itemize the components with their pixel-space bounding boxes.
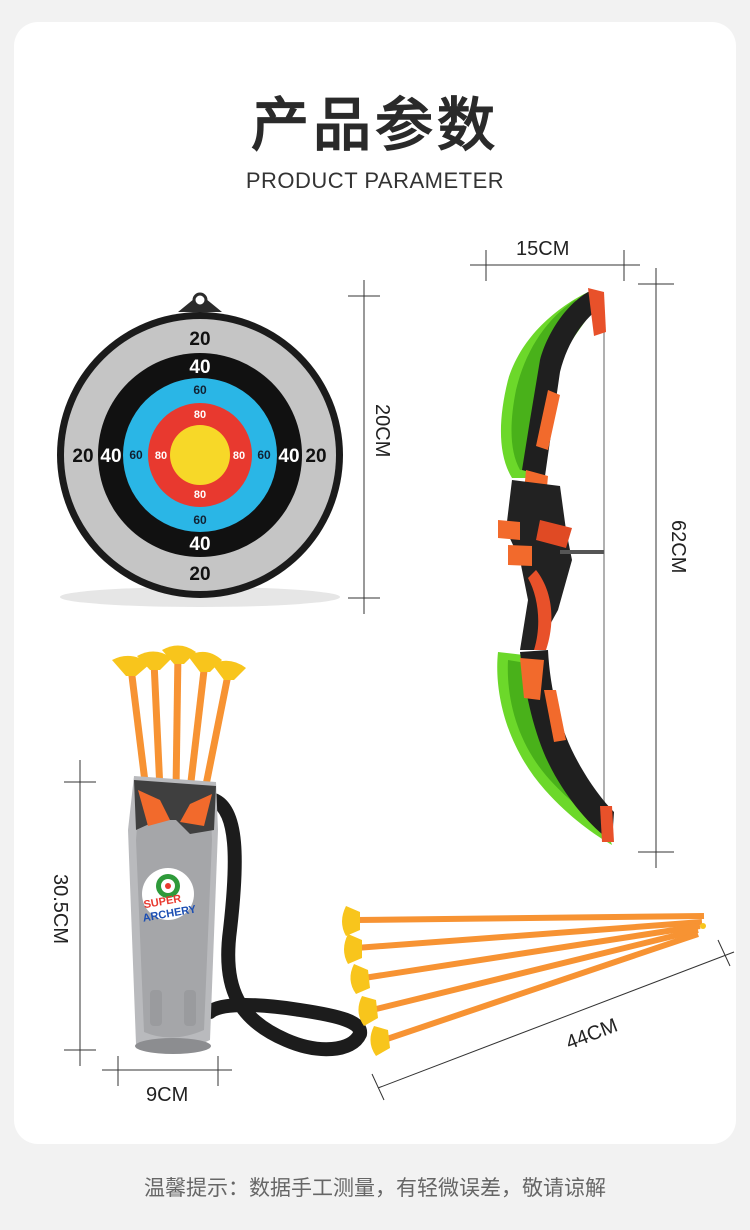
quiver-height-label: 30.5CM: [49, 874, 71, 945]
quiver-width-dimension-line: [102, 1056, 232, 1086]
target-label-80-bottom: 80: [194, 489, 206, 501]
arrow-length-label: 44CM: [563, 1015, 621, 1055]
loose-arrows: [342, 906, 706, 1056]
target-label-40-right: 40: [278, 446, 299, 467]
target-label-20-top: 20: [189, 329, 210, 350]
target-label-40-bottom: 40: [189, 534, 210, 555]
target-label-60-bottom: 60: [193, 513, 207, 527]
quiver-arrows: [112, 645, 246, 791]
target-label-60-left: 60: [129, 448, 143, 462]
bow-height-dimension-line: [638, 268, 674, 868]
page-title: 产品参数: [250, 91, 499, 159]
bow-width-label: 15CM: [516, 238, 570, 260]
target-diameter-label: 20CM: [371, 404, 393, 458]
quiver-height-dimension-line: [64, 760, 96, 1066]
target-label-40-top: 40: [189, 357, 210, 378]
bow-height-label: 62CM: [667, 520, 689, 574]
target-label-80-left: 80: [155, 450, 167, 462]
target-label-80-top: 80: [194, 409, 206, 421]
target-label-20-bottom: 20: [189, 564, 210, 585]
arrow-length-dimension-line: [371, 939, 735, 1101]
target-label-20-left: 20: [72, 446, 93, 467]
target-dimension-line: [348, 280, 380, 614]
page-subtitle: PRODUCT PARAMETER: [245, 168, 505, 193]
measurement-disclaimer: 温馨提示：数据手工测量，有轻微误差，敬请谅解: [144, 1176, 606, 1200]
target-label-80-right: 80: [233, 450, 245, 462]
quiver-strap: [203, 793, 367, 1057]
target-label-40-left: 40: [100, 446, 121, 467]
target-label-60-right: 60: [257, 448, 271, 462]
target-label-20-right: 20: [305, 446, 326, 467]
bow-width-dimension-line: [470, 250, 640, 281]
super-archery-logo: SUPER ARCHERY: [142, 868, 198, 925]
archery-target: 20 20 20 20 40 40 40 40 60 60 60 60 80 8…: [57, 292, 343, 607]
toy-bow: [497, 288, 614, 845]
target-label-60-top: 60: [193, 383, 207, 397]
quiver-width-label: 9CM: [146, 1084, 189, 1106]
